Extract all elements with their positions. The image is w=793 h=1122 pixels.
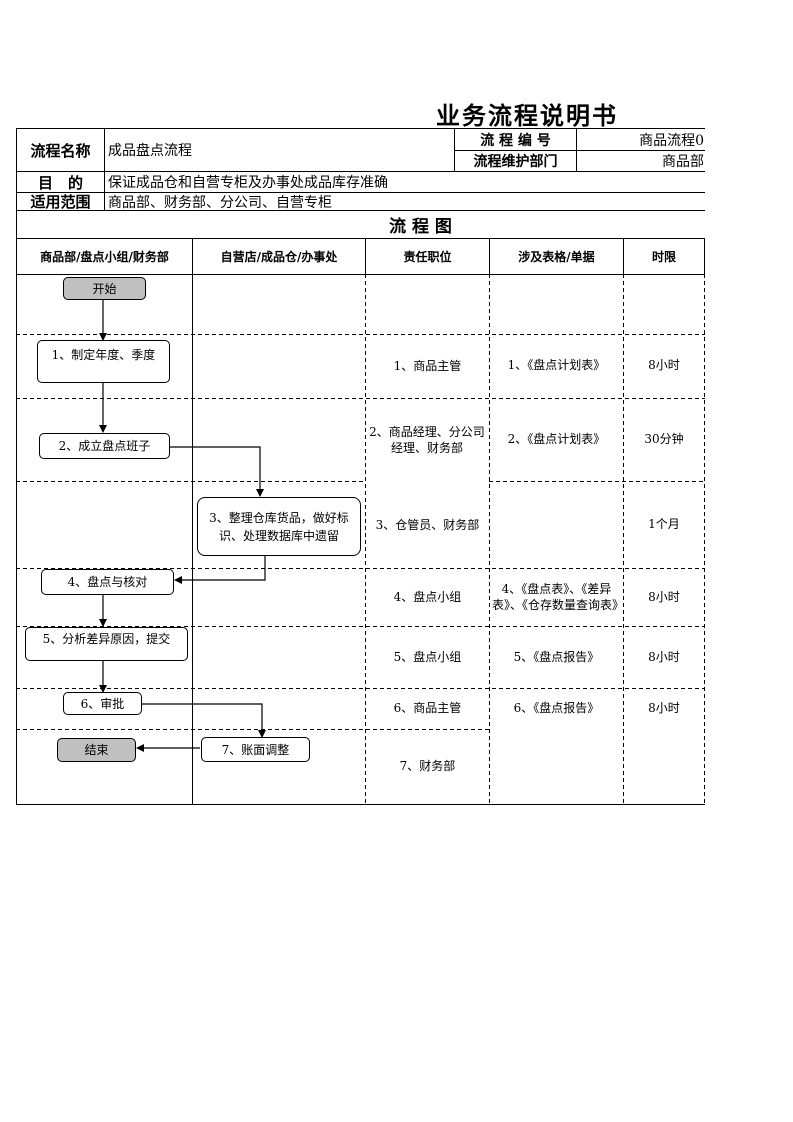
timelimit-6: 8小时 — [648, 701, 680, 715]
step-5-node: 5、分析差异原因，提交 — [25, 627, 188, 661]
timelimit-3: 1个月 — [648, 517, 680, 531]
form-4: 4、《盘点表》、《差异表》、《仓存数量查询表》 — [492, 582, 621, 612]
column-header-responsibility: 责任职位 — [403, 250, 452, 264]
process-code-value: 商品流程0 — [639, 132, 704, 149]
responsibility-3: 3、仓管员、财务部 — [375, 518, 480, 532]
step-2-node: 2、成立盘点班子 — [39, 433, 170, 459]
step-4-node: 4、盘点与核对 — [41, 569, 174, 595]
timelimit-4: 8小时 — [648, 590, 680, 604]
column-header-dept: 商品部/盘点小组/财务部 — [40, 250, 169, 264]
process-code-label: 流 程 编 号 — [480, 132, 551, 149]
column-header-store: 自营店/成品仓/办事处 — [220, 250, 338, 264]
scope-label: 适用范围 — [30, 193, 91, 210]
timelimit-5: 8小时 — [648, 650, 680, 664]
column-header-timelimit: 时限 — [651, 250, 676, 264]
step-1-node: 1、制定年度、季度 — [37, 340, 170, 383]
purpose-label: 目 的 — [37, 173, 83, 192]
process-dept-value: 商品部 — [662, 154, 704, 170]
form-1: 1、《盘点计划表》 — [507, 358, 606, 372]
flowchart-title: 流 程 图 — [389, 217, 452, 237]
responsibility-1: 1、商品主管 — [393, 359, 462, 373]
start-node: 开始 — [63, 277, 146, 300]
document-title: 业务流程说明书 — [436, 102, 618, 130]
step-3-node: 3、整理仓库货品，做好标识、处理数据库中遗留 — [197, 497, 361, 556]
timelimit-1: 8小时 — [648, 358, 680, 372]
step-7-node: 7、账面调整 — [201, 737, 310, 762]
process-name-value: 成品盘点流程 — [108, 143, 192, 159]
step-6-node: 6、审批 — [63, 692, 142, 715]
process-name-label: 流程名称 — [30, 141, 91, 160]
process-dept-label: 流程维护部门 — [473, 154, 558, 170]
form-6: 6、《盘点报告》 — [513, 701, 600, 715]
responsibility-6: 6、商品主管 — [393, 701, 462, 715]
responsibility-2: 2、商品经理、分公司经理、财务部 — [369, 425, 485, 455]
column-header-forms: 涉及表格/单据 — [518, 250, 595, 264]
scope-value: 商品部、财务部、分公司、自营专柜 — [108, 194, 332, 211]
responsibility-5: 5、盘点小组 — [393, 650, 462, 664]
end-node: 结束 — [57, 738, 136, 762]
purpose-value: 保证成品仓和自营专柜及办事处成品库存准确 — [108, 175, 388, 191]
form-5: 5、《盘点报告》 — [513, 650, 600, 664]
responsibility-7: 7、财务部 — [399, 759, 456, 773]
form-2: 2、《盘点计划表》 — [507, 432, 606, 446]
timelimit-2: 30分钟 — [644, 432, 684, 446]
responsibility-4: 4、盘点小组 — [393, 590, 462, 604]
